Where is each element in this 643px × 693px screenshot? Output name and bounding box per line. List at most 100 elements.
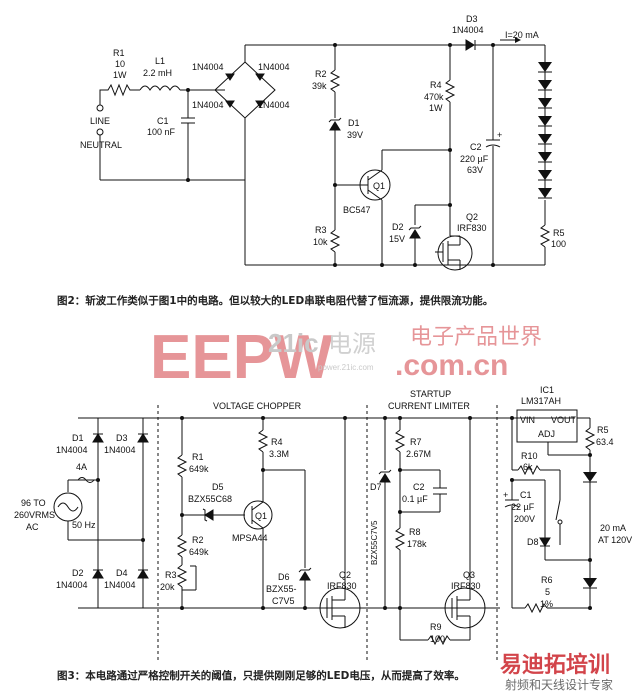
d5-zener: [204, 509, 214, 521]
fig2-r3: R3: [315, 225, 327, 235]
neutral-terminal: [96, 128, 104, 136]
fig2-d2-val: 15V: [389, 234, 405, 244]
watermark: EEPW 21ic 电源 电子产品世界 power.21ic.com .com.…: [150, 323, 542, 392]
fig3-title-startup2: CURRENT LIMITER: [388, 401, 470, 411]
fig3-led-string: [583, 472, 597, 589]
fig2-c2-val1: 220 µF: [460, 154, 489, 164]
fig3-d3: D3: [116, 433, 128, 443]
watermark-url: power.21ic.com: [318, 363, 374, 372]
fig3-c1-val2: 200V: [514, 514, 535, 524]
fig2-bridge-tl: 1N4004: [192, 62, 224, 72]
fig3-r3: R3: [165, 570, 177, 580]
fig3-r8-val: 178k: [407, 539, 427, 549]
r1-resistor: [99, 83, 140, 105]
r7-resistor: [394, 429, 406, 453]
fig2-schematic: [96, 37, 551, 271]
fig3-c1-val1: 22 µF: [511, 502, 535, 512]
footer-brand: 易迪拓培训 射频和天线设计专家: [500, 652, 613, 692]
fig3-r4: R4: [271, 437, 283, 447]
fig3-ic1: IC1: [540, 385, 554, 395]
fig2-r2-val: 39k: [312, 81, 327, 91]
r2-resistor: [176, 534, 188, 558]
fig2-r1-val1: 10: [115, 59, 125, 69]
fig2-d3-val: 1N4004: [452, 25, 484, 35]
watermark-domain: .com.cn: [395, 349, 508, 382]
fig3-q3-val: IRF830: [451, 581, 481, 591]
l1-inductor: [139, 85, 181, 91]
fig3-c2: C2: [413, 482, 425, 492]
fig3-d1-val: 1N4004: [56, 445, 88, 455]
fig3-d6-val1: BZX55-: [266, 584, 297, 594]
fig2-r2: R2: [315, 69, 327, 79]
fuse: [77, 477, 95, 483]
fig2-r5-val: 100: [551, 239, 566, 249]
fig3-d4: D4: [116, 568, 128, 578]
r4-resistor: [444, 79, 456, 103]
fig3-r9-val: 100: [430, 634, 445, 644]
r2-resistor: [329, 69, 341, 93]
fig3-r4-val: 3.3M: [269, 449, 289, 459]
fig3-q2: Q2: [339, 570, 351, 580]
d3-diode: [137, 433, 149, 443]
fig3-src3: AC: [26, 522, 39, 532]
fig3-d6: D6: [278, 572, 290, 582]
fig2-c2: C2: [470, 142, 482, 152]
r3-resistor: [329, 229, 341, 253]
fig2-r1-val2: 1W: [113, 70, 127, 80]
fig3-src-hz: 50 Hz: [72, 520, 96, 530]
d3-diode: [465, 39, 475, 51]
r10-resistor: [517, 464, 541, 476]
fig3-dividers: [157, 405, 498, 660]
fig2-d1: D1: [348, 118, 360, 128]
d1-zener: [329, 121, 341, 131]
fig3-q1-val: MPSA44: [232, 533, 268, 543]
fig2-led-string: [538, 62, 552, 199]
fig3-q3: Q3: [463, 570, 475, 580]
fig3-r1-val: 649k: [189, 464, 209, 474]
line-terminal: [96, 104, 104, 112]
fig2-q1-val: BC547: [343, 205, 371, 215]
d2-zener: [409, 229, 421, 239]
fig3-vin: VIN: [520, 415, 535, 425]
watermark-brand: 21ic: [268, 328, 319, 358]
switch: [555, 499, 561, 521]
fig3-d8: D8: [527, 537, 539, 547]
fig3-d2-val: 1N4004: [56, 580, 88, 590]
fig2-r4: R4: [430, 80, 442, 90]
fig2-bridge-tr: 1N4004: [258, 62, 290, 72]
fig3-r5: R5: [597, 425, 609, 435]
fig3-d5-val: BZX55C68: [188, 494, 232, 504]
fig2-q2-val: IRF830: [457, 223, 487, 233]
fig2-c1-val: 100 nF: [147, 127, 176, 137]
fig2-line: LINE: [90, 116, 110, 126]
fig3-c1-plus: +: [503, 490, 508, 500]
fig2-c2-plus: +: [497, 130, 502, 140]
fig3-d3-val: 1N4004: [104, 445, 136, 455]
watermark-cn: 电子产品世界: [410, 325, 542, 350]
r6-resistor: [524, 602, 548, 614]
r3-pot: [176, 564, 188, 588]
fig3-d7-val: BZX55C7V5: [370, 520, 379, 565]
fig2-bridge-bl: 1N4004: [192, 100, 224, 110]
fig3-title-startup1: STARTUP: [410, 389, 451, 399]
ic1-lm317: [516, 409, 578, 443]
fig3-out1: 20 mA: [600, 523, 626, 533]
d2-diode: [92, 569, 104, 579]
fig3-fuse: 4A: [76, 462, 87, 472]
fig3-r7-val: 2.67M: [406, 449, 431, 459]
fig2-c2-val2: 63V: [467, 165, 483, 175]
fig3-c2-val: 0.1 µF: [402, 494, 428, 504]
fig3-title-chopper: VOLTAGE CHOPPER: [213, 401, 302, 411]
fig2-r4-val2: 1W: [429, 103, 443, 113]
fig3-r9: R9: [430, 622, 442, 632]
fig2-r1: R1: [113, 48, 125, 58]
fig3-r6-val2: 1%: [540, 599, 553, 609]
watermark-brand2: 电源: [328, 330, 376, 358]
fig3-r3-val: 20k: [160, 582, 175, 592]
fig3-d1: D1: [72, 433, 84, 443]
d7-zener: [379, 473, 391, 483]
fig3-r10: R10: [521, 451, 538, 461]
fig3-c1: C1: [520, 490, 532, 500]
r1-resistor: [176, 454, 188, 478]
